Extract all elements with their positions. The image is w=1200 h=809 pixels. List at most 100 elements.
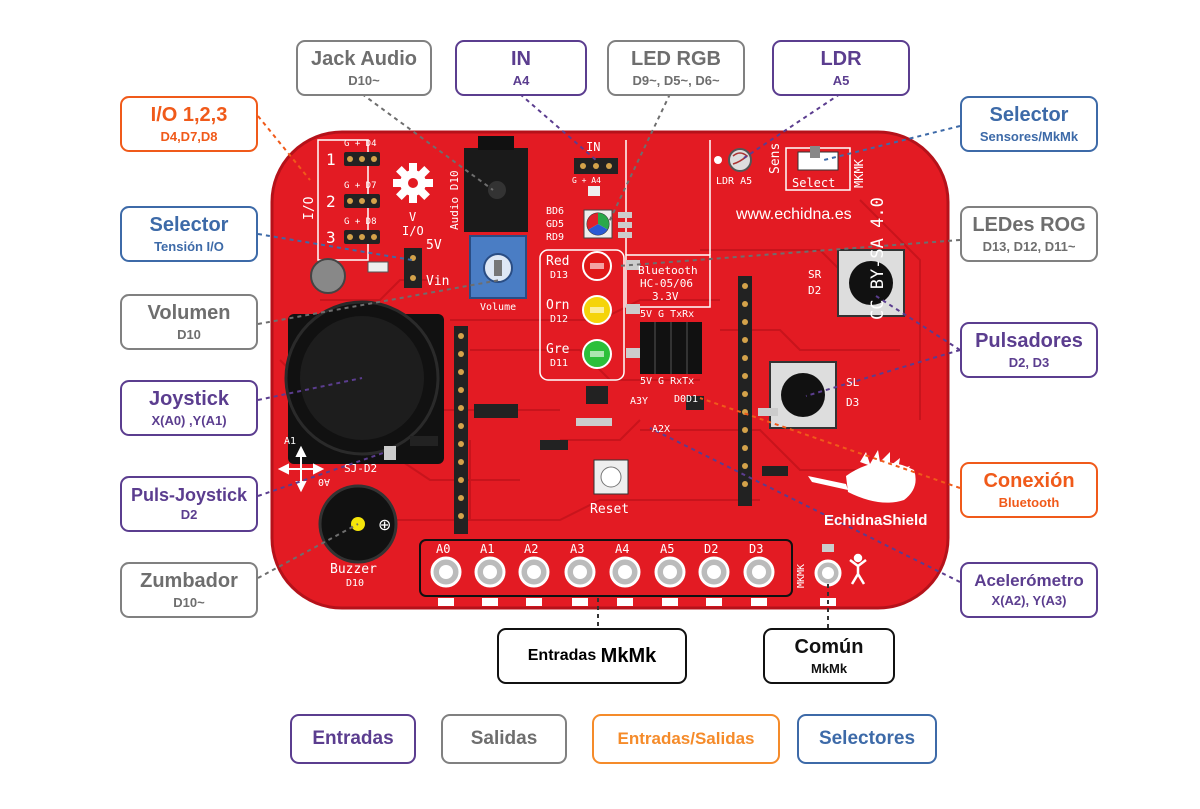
sens-text: Sens: [768, 142, 783, 174]
callout-puls-joystick-sub: D2: [180, 507, 198, 523]
callout-selector-sensores-sub: Sensores/MkMk: [979, 128, 1079, 144]
voltage-5v-text: 5V: [426, 238, 442, 253]
voltage-v-text: V: [409, 210, 417, 224]
callout-ledes-rog: LEDes ROG D13, D12, D11~: [960, 206, 1098, 262]
sl-pin-text: D3: [846, 396, 860, 409]
callout-led-rgb-title: LED RGB: [631, 47, 721, 70]
callout-volumen: Volumen D10: [120, 294, 258, 350]
legend-entradas-salidas-text: Entradas/Salidas: [617, 729, 755, 749]
io-header-d8: G + D8: [344, 217, 377, 227]
rgb-pin-g: GD5: [546, 219, 565, 230]
callout-ledes-rog-title: LEDes ROG: [972, 213, 1086, 236]
sr-text: SR: [808, 268, 822, 281]
callout-zumbador-sub: D10~: [173, 594, 205, 610]
callout-ldr: LDR A5: [772, 40, 910, 96]
callout-zumbador-title: Zumbador: [140, 569, 238, 592]
callout-pulsadores-title: Pulsadores: [975, 329, 1083, 352]
leds-silk-box: [539, 249, 625, 381]
echidna-logo-icon: [808, 450, 916, 503]
callout-ledes-rog-sub: D13, D12, D11~: [982, 238, 1076, 254]
buzzer-text: Buzzer: [330, 562, 377, 577]
bt-top-pins: 5V G TxRx: [640, 309, 695, 320]
volume-text: Volume: [480, 302, 517, 313]
io-row-2: 2: [326, 192, 336, 211]
callout-in-sub: A4: [512, 72, 530, 88]
rgb-pin-r: RD9: [546, 232, 565, 243]
callout-comun: Común MkMk: [763, 628, 895, 684]
voltage-io-text: I/O: [402, 224, 424, 238]
pad-label-d3: D3: [749, 542, 764, 556]
pad-label-a4: A4: [615, 542, 630, 556]
callout-puls-joystick-title: Puls-Joystick: [130, 484, 248, 505]
mkmk-bottom-text: MKMK: [796, 563, 807, 588]
legend-salidas-text: Salidas: [470, 728, 538, 750]
callout-entradas-mkmk-big: MkMk: [600, 644, 657, 667]
joy-sj-text: SJ-D2: [344, 462, 378, 475]
legend-entradas-text: Entradas: [312, 728, 394, 750]
in-pins-text: G + A4: [572, 176, 601, 185]
callout-entradas-mkmk-prefix: Entradas: [527, 646, 601, 664]
sl-text: SL: [846, 376, 860, 389]
pad-label-a2: A2: [524, 542, 539, 556]
mkmk-pads: [430, 556, 775, 588]
bt-d0d1: D0D1: [674, 394, 699, 405]
voltage-vin-text: Vin: [426, 274, 450, 289]
led-orn-label: Orn: [546, 298, 570, 313]
callout-jack-audio-title: Jack Audio: [311, 47, 417, 70]
callout-acelerometro-title: Acelerómetro: [974, 571, 1084, 591]
bt-volt: 3.3V: [652, 290, 679, 303]
rgb-pin-b: BD6: [546, 206, 565, 217]
audio-text: Audio D10: [448, 170, 461, 230]
voltage-jumper: [404, 248, 422, 288]
callout-led-rgb: LED RGB D9~, D5~, D6~: [607, 40, 745, 96]
pad-label-a3: A3: [570, 542, 585, 556]
led-red-label: Red: [546, 254, 570, 269]
pad-label-d2: D2: [704, 542, 719, 556]
select-text: Select: [792, 176, 836, 190]
website-text: www.echidna.es: [736, 206, 852, 223]
callout-in-title: IN: [511, 47, 531, 70]
callout-jack-audio: Jack Audio D10~: [296, 40, 432, 96]
pad-label-a5: A5: [660, 542, 675, 556]
callout-comun-title: Común: [794, 635, 864, 658]
callout-selector-sensores: Selector Sensores/MkMk: [960, 96, 1098, 152]
callout-acelerometro: Acelerómetro X(A2), Y(A3): [960, 562, 1098, 618]
pad-label-a1: A1: [480, 542, 495, 556]
callout-io123-title: I/O 1,2,3: [150, 103, 228, 126]
joystick-axes-icon: [277, 445, 325, 493]
a2x-text: A2X: [652, 424, 671, 435]
callout-zumbador: Zumbador D10~: [120, 562, 258, 618]
callout-puls-joystick: Puls-Joystick D2: [120, 476, 258, 532]
callout-volumen-title: Volumen: [147, 301, 231, 324]
bt-model: HC-05/06: [640, 277, 693, 290]
in-header-text: IN: [586, 140, 601, 154]
callout-pulsadores-sub: D2, D3: [1008, 354, 1050, 370]
reset-text: Reset: [590, 502, 630, 517]
callout-comun-sub: MkMk: [810, 660, 848, 676]
io-row-3: 3: [326, 228, 336, 247]
joy-a1-text: A1: [284, 436, 297, 447]
callout-acelerometro-sub: X(A2), Y(A3): [991, 592, 1067, 608]
io-vertical-text: I/O: [302, 196, 317, 220]
mkmk-pad-strip: [419, 539, 793, 597]
legend-entradas-salidas: Entradas/Salidas: [592, 714, 780, 764]
callout-pulsadores: Pulsadores D2, D3: [960, 322, 1098, 378]
legend-salidas: Salidas: [441, 714, 567, 764]
callout-jack-audio-sub: D10~: [348, 72, 380, 88]
a3y-text: A3Y: [630, 396, 649, 407]
callout-selector-tension: Selector Tensión I/O: [120, 206, 258, 262]
ldr-text: LDR A5: [716, 176, 753, 187]
led-gre-label: Gre: [546, 342, 570, 357]
callout-conexion-sub: Bluetooth: [998, 494, 1060, 510]
bt-silk-box: [625, 254, 711, 308]
callout-ldr-title: LDR: [820, 47, 862, 70]
person-icon: [849, 553, 867, 585]
callout-entradas-mkmk: Entradas MkMk: [497, 628, 687, 684]
led-gre-pin: D11: [550, 358, 569, 369]
io-header-d4: G + D4: [344, 139, 377, 149]
mkmk-vertical-text: MKMK: [852, 159, 866, 188]
callout-conexion-title: Conexión: [983, 469, 1075, 492]
sr-pin-text: D2: [808, 284, 822, 297]
callout-conexion: Conexión Bluetooth: [960, 462, 1098, 518]
